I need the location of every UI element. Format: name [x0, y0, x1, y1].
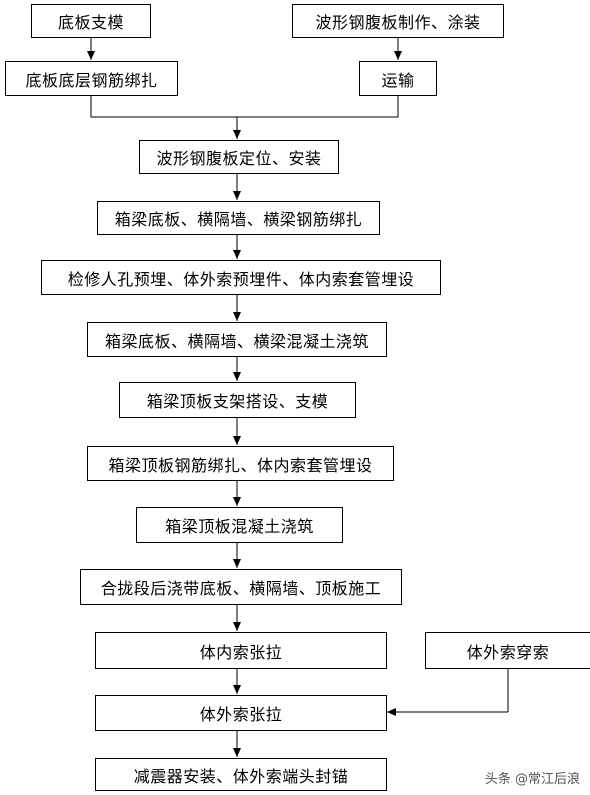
source-watermark: 头条 @常江后浪 [484, 772, 580, 787]
step-s15: 体外索张拉 [95, 695, 387, 731]
step-s13: 体内索张拉 [95, 632, 387, 669]
step-s10: 箱梁顶板钢筋绑扎、体内索套管埋设 [87, 446, 394, 481]
step-s1: 底板支模 [31, 4, 151, 38]
merge-line-top [90, 96, 399, 118]
step-s9: 箱梁顶板支架搭设、支模 [119, 382, 356, 418]
step-s2: 波形钢腹板制作、涂装 [292, 4, 504, 38]
step-s11: 箱梁顶板混凝土浇筑 [136, 507, 343, 543]
step-s3: 底板底层钢筋绑扎 [5, 61, 178, 96]
step-s14: 体外索穿索 [425, 632, 590, 669]
step-s8: 箱梁底板、横隔墙、横梁混凝土浇筑 [87, 322, 387, 357]
step-s5: 波形钢腹板定位、安装 [139, 140, 339, 174]
step-s4: 运输 [359, 61, 437, 96]
step-s6: 箱梁底板、横隔墙、横梁钢筋绑扎 [97, 201, 380, 235]
step-s7: 检修人孔预埋、体外索预埋件、体内索套管埋设 [41, 260, 441, 295]
step-s12: 合拢段后浇带底板、横隔墙、顶板施工 [80, 569, 402, 605]
step-s16: 减震器安装、体外索端头封锚 [95, 758, 387, 791]
